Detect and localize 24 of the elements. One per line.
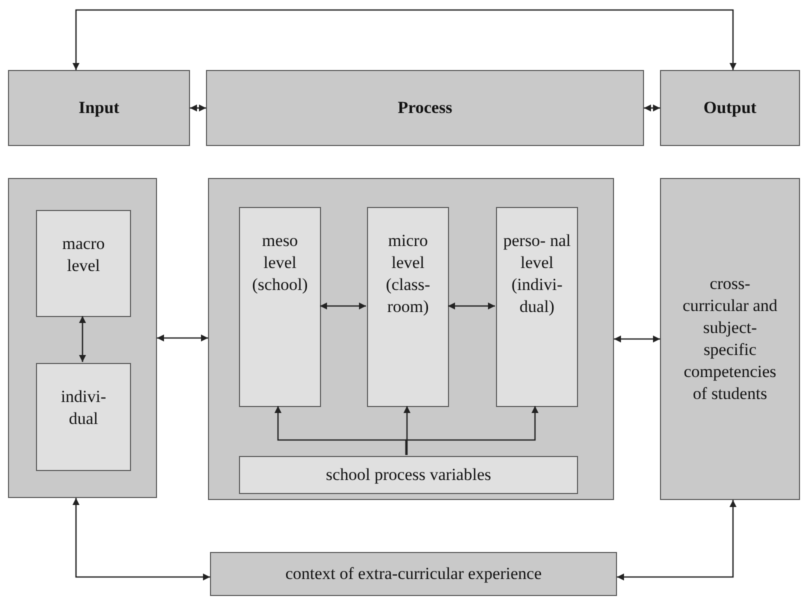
context-box	[210, 552, 617, 596]
level-box	[496, 207, 578, 407]
outcome-box	[660, 178, 800, 500]
group-panel	[208, 178, 614, 500]
stage-box	[8, 70, 190, 146]
box-label: context of extra-curricular experience	[285, 562, 542, 585]
box-label: micro level (class- room)	[384, 230, 432, 318]
level-box	[36, 210, 131, 317]
group-panel	[8, 178, 157, 498]
box-label: indivi- dual	[60, 386, 108, 430]
box-label: perso- nal level (indivi- dual)	[502, 230, 572, 318]
level-box	[36, 363, 131, 471]
box-label: Output	[704, 96, 756, 119]
variables-box	[239, 456, 578, 494]
box-label: Input	[78, 96, 120, 119]
stage-box	[206, 70, 644, 146]
box-label: macro level	[61, 233, 106, 278]
box-label: cross- curricular and subject- specific competencies of students	[682, 272, 778, 406]
stage-box	[660, 70, 800, 146]
box-label: school process variables	[326, 464, 492, 486]
box-label: Process	[398, 96, 452, 119]
level-box	[239, 207, 321, 407]
level-box	[367, 207, 449, 407]
box-label: meso level (school)	[251, 230, 309, 296]
